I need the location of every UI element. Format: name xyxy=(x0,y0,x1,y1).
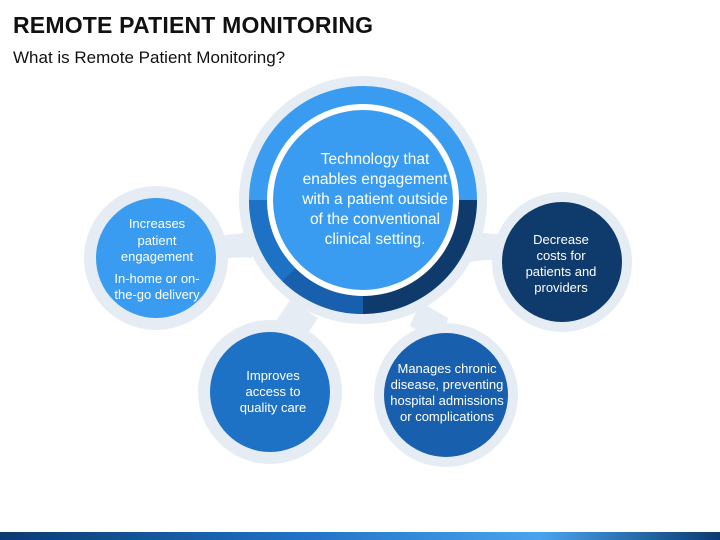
bottom-left-line: quality care xyxy=(239,400,307,416)
bottom-right-line: disease, preventing xyxy=(390,376,504,392)
center-line: with a patient outside xyxy=(302,190,448,208)
right-line: Decrease xyxy=(533,231,589,247)
center-ring-dark-left xyxy=(248,200,296,281)
center-line: Technology that xyxy=(320,150,430,168)
right-line: costs for xyxy=(536,247,586,263)
center-fill xyxy=(273,110,453,290)
center-line: clinical setting. xyxy=(324,231,426,249)
left-line: patient xyxy=(137,232,177,248)
center-ring-dark-right xyxy=(363,200,477,314)
left-sub-line: In-home or on- xyxy=(114,271,200,287)
left-line: engagement xyxy=(120,248,194,264)
left-sub-line: the-go delivery xyxy=(114,287,200,303)
right-line: providers xyxy=(534,280,588,296)
bottom-left-line: access to xyxy=(245,383,301,399)
left-line: Increases xyxy=(128,216,186,232)
bottom-left-fill xyxy=(210,332,330,452)
right-line: patients and xyxy=(525,264,597,279)
left-fill xyxy=(96,198,216,318)
slide-subtitle: What is Remote Patient Monitoring? xyxy=(13,48,286,67)
right-fill xyxy=(502,202,622,322)
bottom-left-line: Improves xyxy=(246,367,300,383)
right-node xyxy=(492,192,632,332)
bottom-left-node-text: Improves access to quality care xyxy=(220,352,326,432)
bottom-right-line: or complications xyxy=(400,409,494,425)
center-line: enables engagement xyxy=(302,170,448,188)
center-ring-mid-bottom xyxy=(282,267,363,315)
center-node xyxy=(239,76,487,324)
right-node-text: Decrease costs for patients and provider… xyxy=(506,222,616,306)
left-node xyxy=(84,186,228,330)
bottom-right-fill xyxy=(384,333,508,457)
bottom-left-node xyxy=(198,320,342,464)
slide-title: REMOTE PATIENT MONITORING xyxy=(13,12,374,38)
center-line: of the conventional xyxy=(309,211,441,229)
bottom-right-node-text: Manages chronic disease, preventing hosp… xyxy=(382,348,512,438)
bottom-right-node xyxy=(374,323,518,467)
left-node-text: Increases patient engagement In-home or … xyxy=(104,205,210,315)
bottom-accent-bar xyxy=(0,532,720,540)
bottom-right-line: hospital admissions xyxy=(390,393,504,408)
center-node-text: Technology that enables engagement with … xyxy=(290,140,460,260)
bottom-right-line: Manages chronic xyxy=(397,360,497,376)
